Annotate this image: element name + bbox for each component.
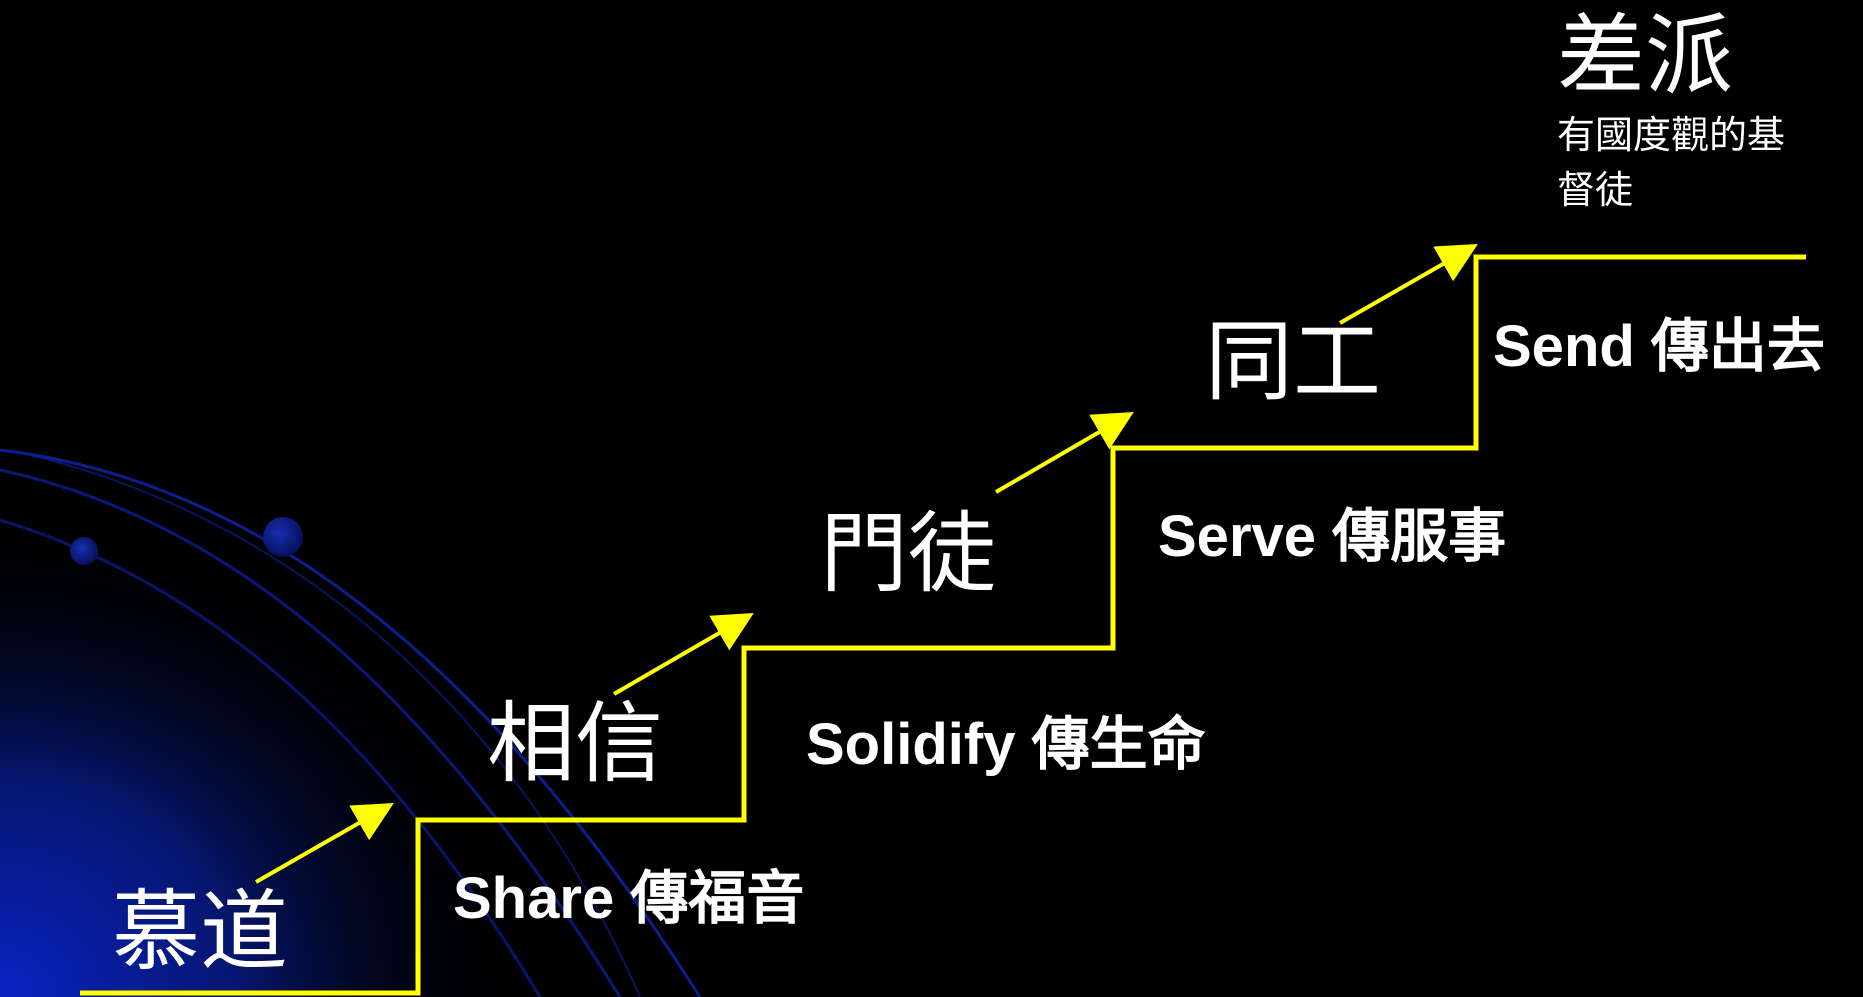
progress-arrow-3 (994, 411, 1134, 494)
orbit-arc-4 (29, 454, 641, 997)
stage-label-worker: 同工 (1205, 310, 1382, 413)
stage-label-disciple: 門徒 (820, 502, 997, 605)
stage-label-sent: 差派 (1557, 4, 1734, 107)
action-label-serve: Serve 傳服事 (1158, 504, 1507, 569)
action-label-solidify: Solidify 傳生命 (806, 712, 1206, 777)
staircase-line (80, 254, 1806, 996)
blue-glow (0, 430, 620, 997)
stage-sublabel-sent: 有國度觀的基督徒 (1557, 113, 1786, 213)
action-label-send: Send 傳出去 (1493, 314, 1825, 379)
orbit-arc-2 (0, 468, 622, 997)
orbit-orb-small (70, 537, 98, 565)
progress-arrow-4 (1339, 244, 1478, 325)
progress-arrow-1 (255, 803, 394, 884)
action-label-share: Share 傳福音 (453, 866, 805, 931)
stage-label-seeker: 慕道 (112, 880, 289, 983)
orbit-orb-large (263, 517, 303, 557)
orbit-arc-1 (0, 448, 702, 997)
stage-label-believer: 相信 (487, 692, 664, 795)
progress-arrow-2 (612, 612, 754, 696)
